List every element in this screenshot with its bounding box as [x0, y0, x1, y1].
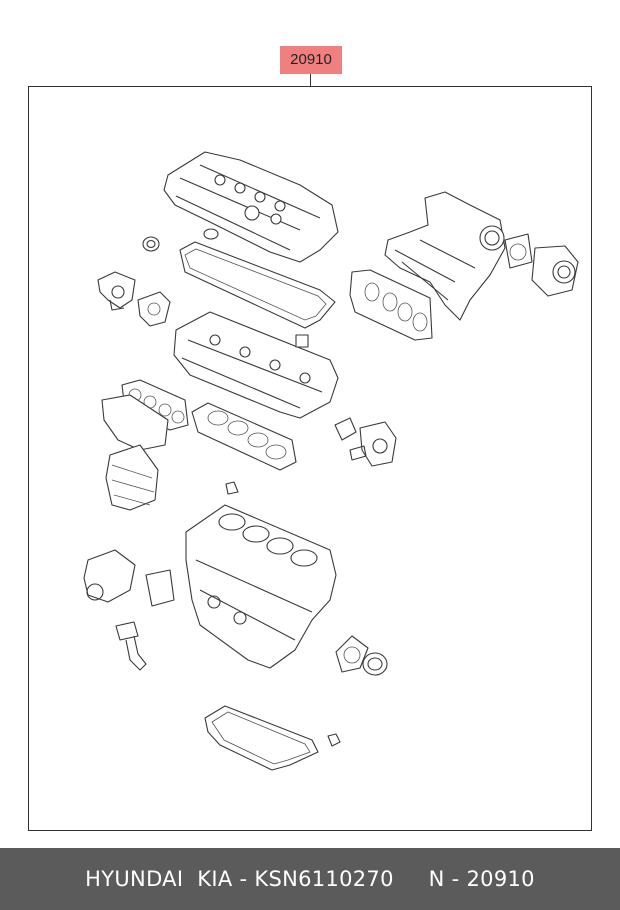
valve-cover-gasket: [179, 241, 336, 329]
oil-pump: [83, 549, 136, 603]
cylinder-block: [185, 504, 337, 669]
separator: -: [451, 867, 460, 891]
cylinder-head-gasket: [191, 402, 297, 471]
part-info-footer: HYUNDAI KIA - KSN6110270 N - 20910: [0, 848, 620, 910]
plug-seal: [203, 228, 219, 240]
n-label: N: [428, 867, 445, 891]
rear-oil-seal: [362, 652, 388, 676]
brand-label: HYUNDAI: [85, 867, 184, 891]
make-label: KIA: [197, 867, 233, 891]
intake-manifold: [384, 191, 506, 321]
oil-pan-drain-bolt: [327, 733, 341, 747]
diagram-frame: [28, 86, 592, 831]
part-number: KSN6110270: [254, 867, 394, 891]
water-outlet-housing: [97, 271, 136, 311]
oil-seal-left: [142, 236, 160, 252]
oil-pan: [204, 705, 319, 771]
separator: -: [239, 867, 248, 891]
intake-manifold-gasket: [349, 269, 433, 341]
oil-pump-gasket: [145, 569, 175, 607]
n-value: 20910: [466, 867, 535, 891]
throttle-body: [531, 245, 579, 297]
part-callout-label: 20910: [280, 46, 342, 74]
cylinder-head: [173, 311, 339, 419]
throttle-body-gasket: [504, 233, 533, 269]
callout-leader-line: [310, 74, 311, 87]
exploded-engine-diagram: [83, 151, 579, 771]
exhaust-manifold-catalyst: [101, 394, 169, 511]
rear-seal-housing: [335, 635, 369, 673]
valve-cover: [163, 151, 339, 263]
thermostat-housing: [334, 417, 397, 467]
drain-plug: [225, 481, 239, 495]
oil-strainer: [115, 621, 147, 671]
water-outlet-gasket: [137, 291, 171, 327]
